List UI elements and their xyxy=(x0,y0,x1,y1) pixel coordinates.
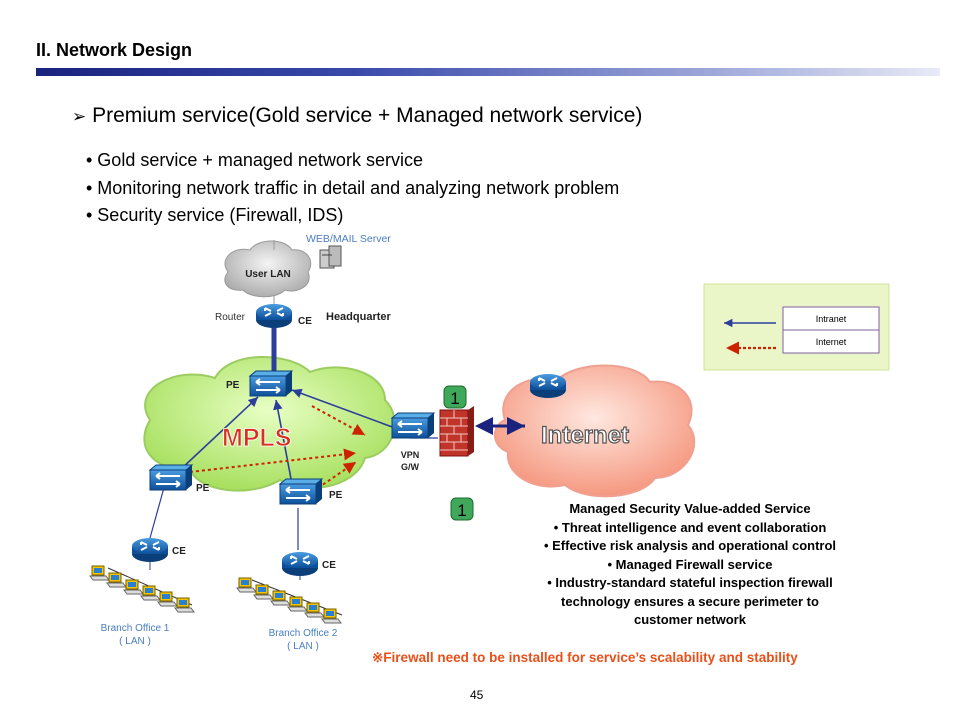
pc-icon xyxy=(140,585,161,601)
bullet-item: • Security service (Firewall, IDS) xyxy=(86,205,344,225)
mpls-label: MPLS xyxy=(222,424,291,452)
headline-text: Premium service(Gold service + Managed n… xyxy=(92,104,643,127)
headquarter-label: Headquarter xyxy=(326,311,392,323)
pe-label: PE xyxy=(329,490,343,501)
bullet-item: • Monitoring network traffic in detail a… xyxy=(86,178,620,198)
server-label: WEB/MAIL Server xyxy=(306,233,391,245)
branch2-label: Branch Office 2 xyxy=(269,628,338,639)
ce-label: CE xyxy=(298,316,312,327)
hq-ce-router-icon xyxy=(255,303,293,329)
internet-cloud xyxy=(493,364,696,498)
router-label: Router xyxy=(215,312,246,323)
service-title: Managed Security Value-added Service xyxy=(569,501,811,516)
service-description: Managed Security Value-added Service • T… xyxy=(500,500,880,630)
service-line: • Threat intelligence and event collabor… xyxy=(553,519,827,535)
bullet-item: • Gold service + managed network service xyxy=(86,150,423,170)
server-icon xyxy=(319,245,342,269)
pe-switch-icon xyxy=(149,464,193,491)
title-divider xyxy=(36,68,940,76)
legend: Intranet Internet xyxy=(703,283,890,371)
page-number: 45 xyxy=(470,688,484,702)
pc-icon xyxy=(321,608,342,624)
pc-icon xyxy=(270,590,291,606)
internet-arrows xyxy=(189,405,366,489)
service-line: customer network xyxy=(634,612,746,627)
service-line: • Managed Firewall service xyxy=(607,556,773,572)
pc-icon xyxy=(287,596,308,612)
pe-label: PE xyxy=(226,380,240,391)
section-title: II. Network Design xyxy=(36,40,193,60)
vpn-label: VPN xyxy=(401,450,420,460)
pe-switch-icon xyxy=(249,370,293,397)
pc-icon xyxy=(157,591,178,607)
branch2-pcs xyxy=(236,577,342,624)
pe-switch-icon xyxy=(279,478,323,505)
user-lan-label: User LAN xyxy=(245,269,291,280)
badge-1: 1 xyxy=(443,385,467,409)
service-line: • Industry-standard stateful inspection … xyxy=(547,575,833,590)
ce-label: CE xyxy=(322,560,336,571)
pc-icon xyxy=(304,602,325,618)
legend-intranet-label: Intranet xyxy=(816,314,847,324)
branch2-ce-router-icon xyxy=(281,551,319,577)
service-line: technology ensures a secure perimeter to xyxy=(561,593,819,609)
branch1-ce-router-icon xyxy=(131,537,169,563)
branch1-pcs xyxy=(89,565,195,613)
firewall-note: ※Firewall need to be installed for servi… xyxy=(372,650,798,665)
user-lan-cloud xyxy=(224,240,312,298)
vpn-gateway-icon xyxy=(391,412,435,439)
svg-text:1: 1 xyxy=(457,501,466,520)
arrow-bullet-icon: ➢ xyxy=(72,107,87,126)
pc-icon xyxy=(89,565,110,581)
intranet-arrows xyxy=(179,388,396,485)
pe-label: PE xyxy=(196,483,210,494)
service-line: • Effective risk analysis and operationa… xyxy=(543,538,837,553)
internet-label: Internet xyxy=(541,422,629,449)
ce-label: CE xyxy=(172,546,186,557)
branch1-label: Branch Office 1 xyxy=(101,623,170,634)
badge-1: 1 xyxy=(450,497,474,521)
legend-internet-label: Internet xyxy=(816,337,847,347)
headline: ➢ Premium service(Gold service + Managed… xyxy=(72,104,642,128)
branch2-lan-label: ( LAN ) xyxy=(287,641,319,652)
branch1-lan-label: ( LAN ) xyxy=(119,636,151,647)
gw-label: G/W xyxy=(401,462,420,472)
svg-text:1: 1 xyxy=(450,389,459,408)
internet-router-icon xyxy=(529,373,567,399)
firewall-icon xyxy=(439,406,474,457)
